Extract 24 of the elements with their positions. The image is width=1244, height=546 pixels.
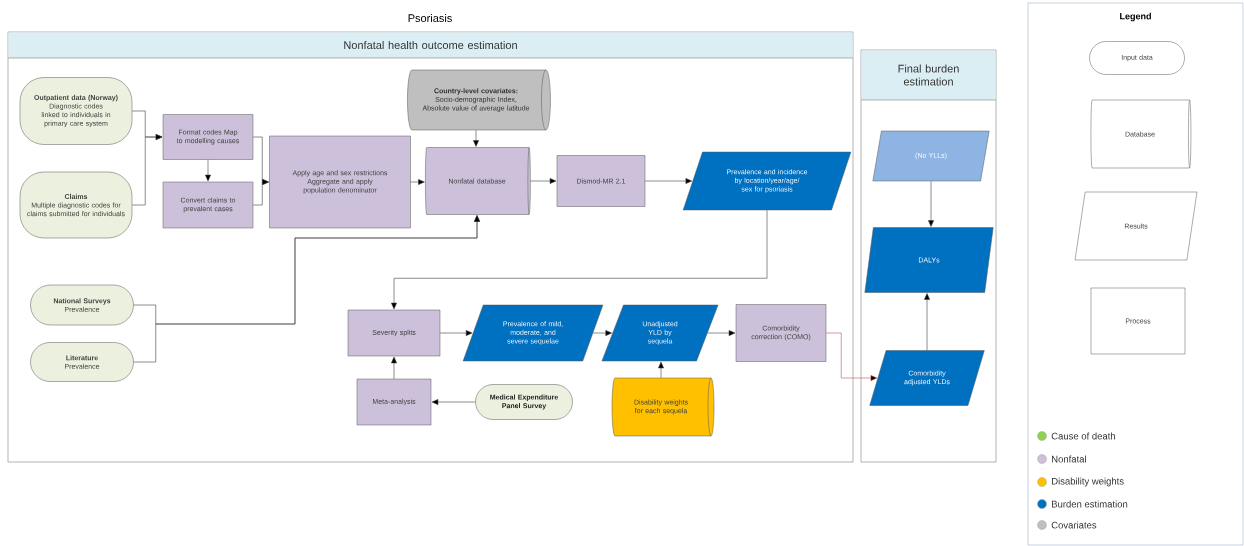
arrow	[439, 330, 473, 336]
arrow	[410, 179, 425, 185]
arrow	[133, 215, 480, 363]
legend-label: Cause of death	[1051, 432, 1116, 440]
arrow	[530, 178, 557, 184]
arrow	[391, 356, 397, 380]
legend-label: Nonfatal	[1052, 455, 1086, 463]
arrow	[707, 330, 736, 336]
arrow	[252, 179, 269, 206]
arrow	[644, 178, 693, 184]
arrow	[205, 159, 211, 182]
title: Psoriasis	[408, 13, 452, 23]
legend-label: Disability weights	[1052, 477, 1124, 487]
arrow	[131, 134, 163, 206]
legend-label: Covariates	[1051, 521, 1097, 529]
arrow	[825, 332, 878, 381]
arrow	[924, 293, 930, 351]
arrow	[391, 209, 768, 310]
arrow	[658, 361, 664, 379]
arrow	[431, 399, 476, 405]
arrow	[592, 330, 612, 336]
legend-label: Burden estimation	[1052, 500, 1128, 508]
arrow	[928, 180, 934, 227]
arrow	[473, 129, 479, 147]
